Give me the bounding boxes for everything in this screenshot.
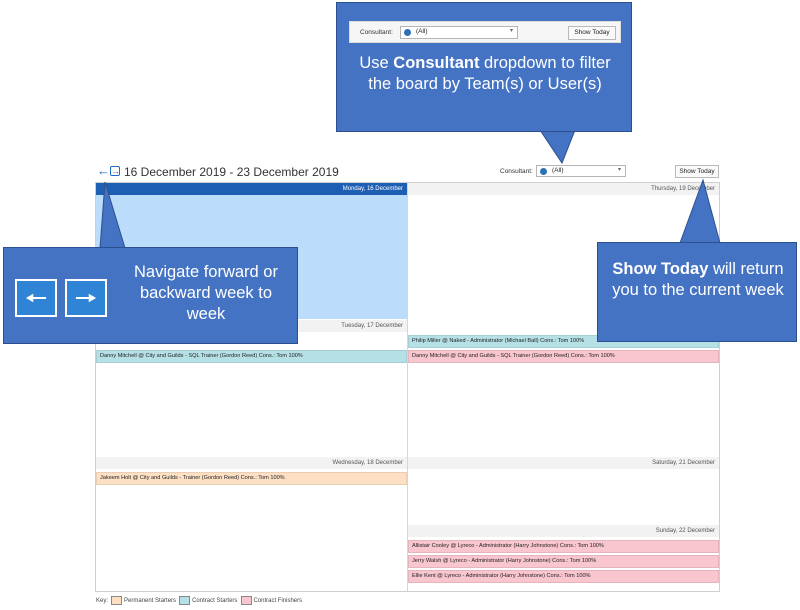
show-today-callout-pointer [679,178,721,244]
back-arrow-icon: 🠔 [15,279,57,317]
show-today-callout: Show Today will return you to the curren… [597,242,797,342]
show-today-button[interactable]: Show Today [675,165,719,178]
day-header-thursday[interactable]: Thursday, 19 December [408,183,719,195]
column-divider [407,183,408,591]
day-header-wednesday[interactable]: Wednesday, 18 December [96,457,407,469]
consultant-callout-text: Use Consultant dropdown to filter the bo… [359,54,611,93]
entry-sunday-finisher[interactable]: Jerry Walsh @ Lyreco - Administrator (Ha… [408,555,719,568]
callout-consultant-label: Consultant: [360,29,393,36]
globe-icon [540,168,547,175]
legend-swatch-contract [179,596,191,605]
chevron-down-icon: ▾ [617,167,621,173]
entry-friday-finisher[interactable]: Danny Mitchell @ City and Guilds - SQL T… [408,350,719,363]
consultant-callout-pointer [539,129,576,165]
entry-wednesday-permanent[interactable]: Jakeem Holt @ City and Guilds - Trainer … [96,472,407,485]
legend: Key: Permanent Starters Contract Starter… [96,596,302,605]
entry-tuesday-contract[interactable]: Danny Mitchell @ City and Guilds - SQL T… [96,350,407,363]
consultant-callout: Consultant: (All) ▾ Show Today Use Consu… [336,2,632,132]
show-today-callout-text: Show Today will return you to the curren… [612,260,784,299]
back-arrow-icon[interactable]: ← [97,163,110,178]
date-range-title: 16 December 2019 - 23 December 2019 [124,165,339,179]
day-header-saturday[interactable]: Saturday, 21 December [408,457,719,469]
callout-consultant-dropdown: (All) ▾ [400,26,518,39]
day-header-sunday[interactable]: Sunday, 22 December [408,525,719,537]
entry-sunday-finisher[interactable]: Allistair Cooley @ Lyreco - Administrato… [408,540,719,553]
navigate-callout-text: Navigate forward or backward week to wee… [134,263,278,323]
show-today-callout-bold: Show Today [612,260,709,278]
legend-item-permanent: Permanent Starters [124,598,177,605]
consultant-dropdown[interactable]: (All) ▾ [536,165,626,177]
callout-show-today-button: Show Today [568,26,616,40]
consultant-callout-bold: Consultant [393,54,480,72]
consultant-label: Consultant: [500,168,533,175]
navigate-callout-pointer [55,181,126,249]
legend-swatch-permanent [111,596,123,605]
globe-icon [404,29,411,36]
consultant-callout-screenshot: Consultant: (All) ▾ Show Today [349,21,621,43]
chevron-down-icon: ▾ [509,28,513,34]
consultant-value: (All) [552,167,564,174]
day-header-monday[interactable]: Monday, 16 December [96,183,407,195]
forward-arrow-icon[interactable]: → [110,166,120,176]
callout-consultant-value: (All) [416,28,428,35]
entry-sunday-finisher[interactable]: Ellie Kent @ Lyreco - Administrator (Har… [408,570,719,583]
legend-item-contract: Contract Starters [192,598,238,605]
legend-label: Key: [96,598,109,605]
forward-arrow-icon: 🠖 [65,279,107,317]
legend-swatch-finisher [240,596,252,605]
legend-item-finisher: Contract Finishers [253,598,303,605]
navigate-callout: 🠔 🠖 Navigate forward or backward week to… [3,247,298,344]
